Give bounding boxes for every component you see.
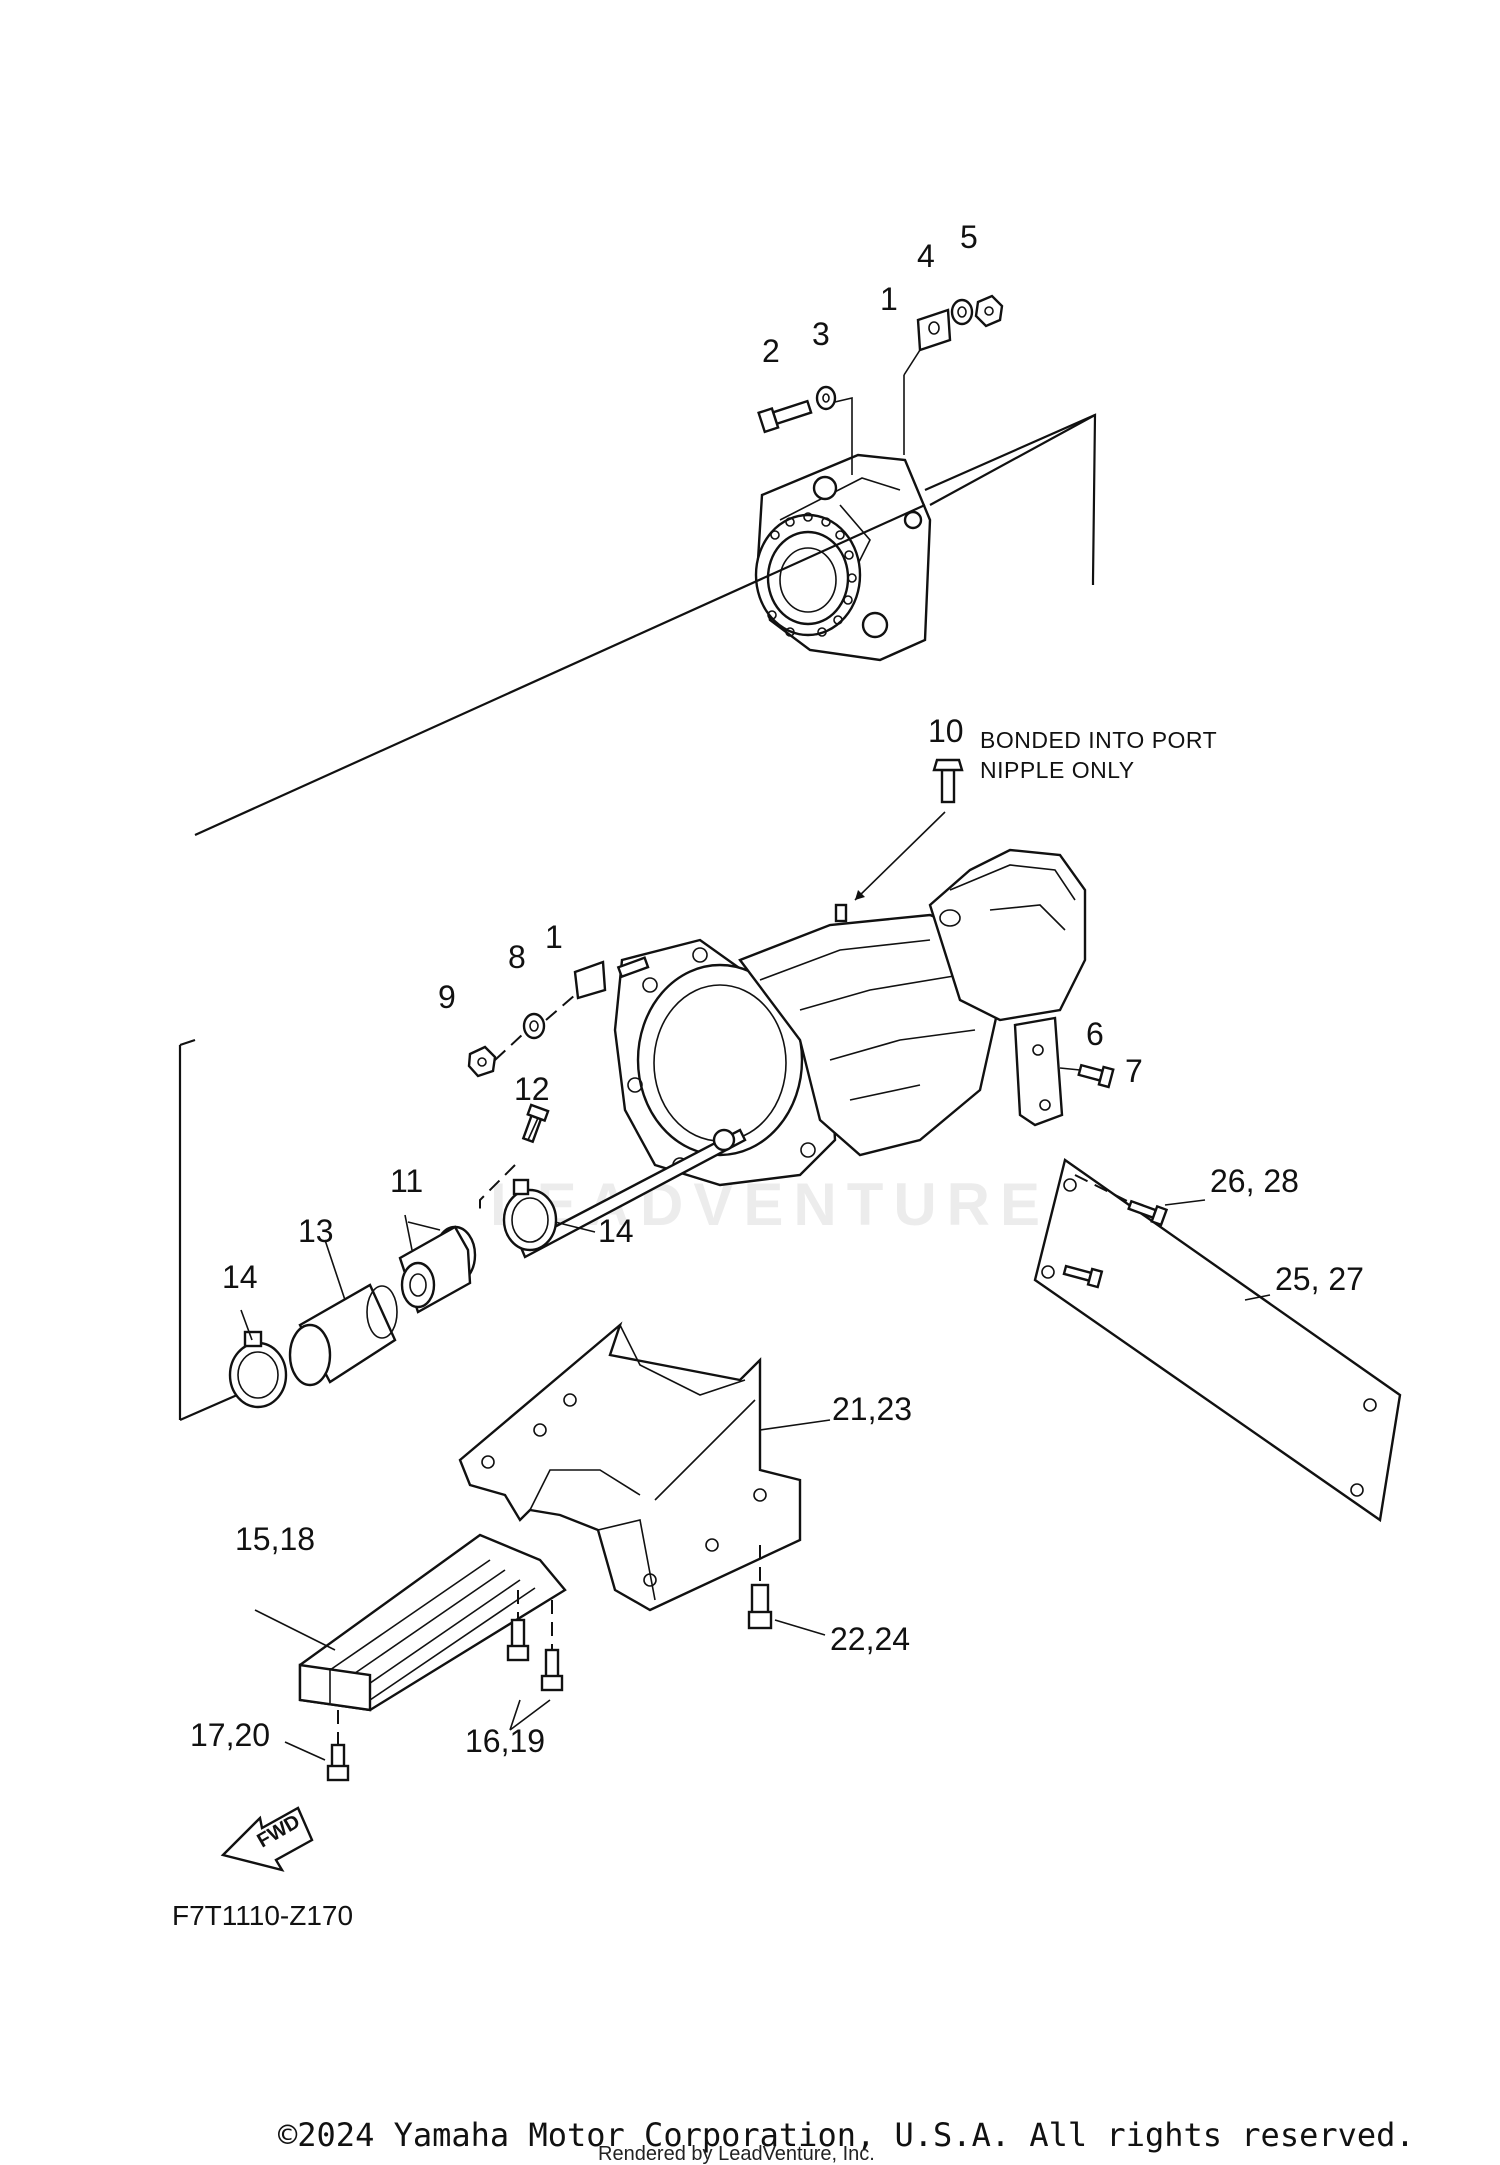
callout-7: 7 [1125, 1053, 1143, 1089]
callout-16-19: 16,19 [465, 1723, 545, 1759]
jet-pump-drawing [518, 811, 1115, 1259]
top-hardware-drawing [757, 294, 1004, 434]
callout-9: 9 [438, 979, 456, 1015]
callout-1-mid: 1 [545, 919, 563, 955]
callout-5: 5 [960, 219, 978, 255]
callout-3: 3 [812, 316, 830, 352]
note-line-2: NIPPLE ONLY [980, 757, 1135, 783]
callout-1-top: 1 [880, 281, 898, 317]
callout-11: 11 [390, 1163, 423, 1199]
callout-14-left: 14 [222, 1259, 258, 1295]
callout-25-27: 25, 27 [1275, 1261, 1364, 1297]
callout-21-23: 21,23 [832, 1391, 912, 1427]
intake-duct-drawing [458, 1321, 831, 1636]
note-line-1: BONDED INTO PORT [980, 727, 1217, 753]
callout-14-right: 14 [598, 1213, 634, 1249]
callout-22-24: 22,24 [830, 1621, 910, 1657]
intake-grate-drawing [254, 1533, 567, 1782]
forward-arrow-icon: FWD [220, 1806, 314, 1872]
callout-15-18: 15,18 [235, 1521, 315, 1557]
rendered-by-text: Rendered by LeadVenture, Inc. [598, 2143, 875, 2165]
callout-13: 13 [298, 1213, 334, 1249]
part-10-drawing [932, 758, 964, 804]
callout-12: 12 [514, 1071, 550, 1107]
callout-10: 10 [928, 713, 964, 749]
callout-6: 6 [1086, 1016, 1104, 1052]
callout-4: 4 [917, 238, 935, 274]
diagram-code: F7T1110-Z170 [172, 1900, 353, 1931]
mid-hardware-drawing [467, 960, 607, 1078]
callout-26-28: 26, 28 [1210, 1163, 1299, 1199]
copyright-text: ©2024 Yamaha Motor Corporation, U.S.A. A… [278, 2116, 1415, 2154]
shaft-components-drawing [228, 1103, 596, 1409]
callout-8: 8 [508, 939, 526, 975]
callout-17-20: 17,20 [190, 1717, 270, 1753]
pump-housing-drawing [754, 375, 1097, 662]
callout-2: 2 [762, 333, 780, 369]
ride-plate-drawing [1033, 1158, 1402, 1523]
